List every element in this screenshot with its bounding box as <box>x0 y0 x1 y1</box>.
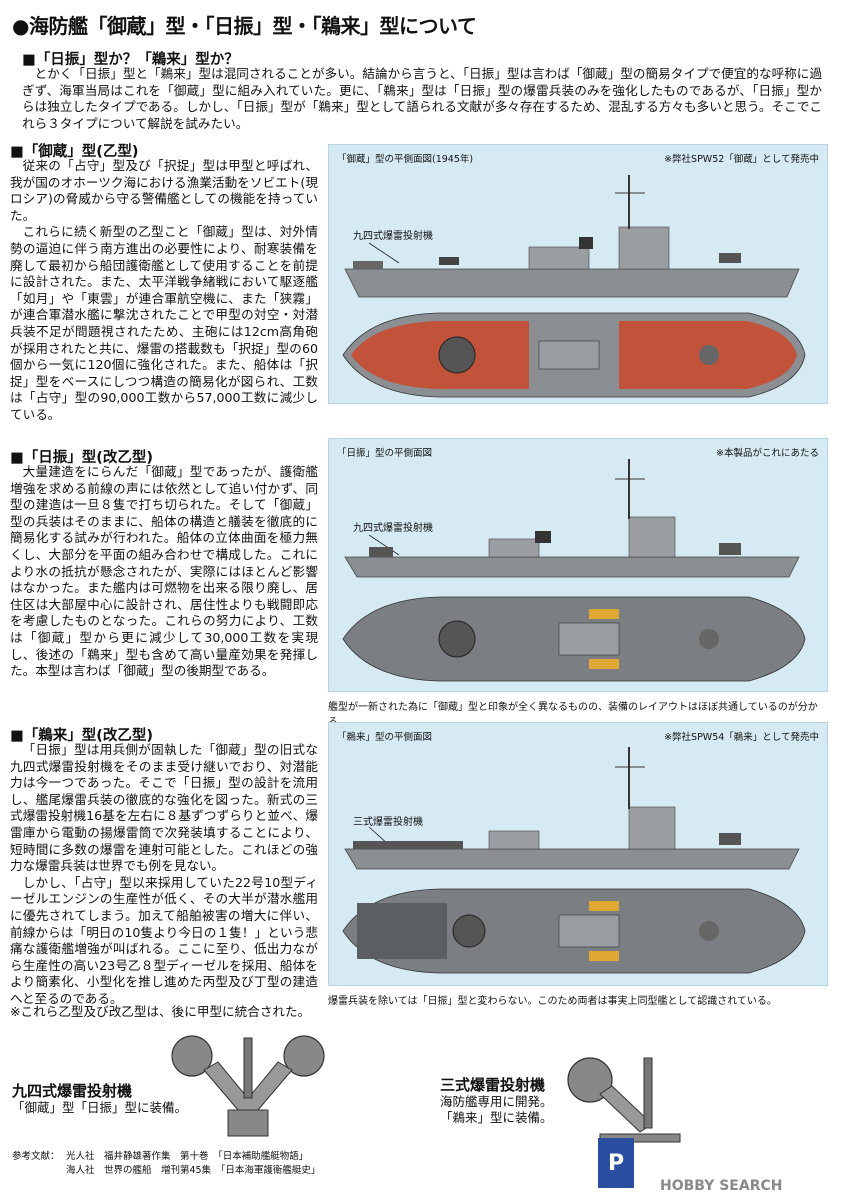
section-mikura-p2: これらに続く新型の乙型こと「御蔵」型は、対外情勢の逼迫に伴う南方進出の必要性によ… <box>10 224 318 422</box>
type94-thrower-icon <box>171 1035 325 1137</box>
panel-mikura-drawing <box>342 175 806 398</box>
merge-note: ※これら乙型及び改乙型は、後に甲型に統合された。 <box>10 1004 311 1019</box>
panel-hiburi-callout: 九四式爆雷投射機 <box>353 523 433 534</box>
section-ukuru-p2: しかし、「占守」型以来採用していた22号10型ディーゼルエンジンの生産性が低く、… <box>10 874 318 1006</box>
type3-text-line1: 海防艦専用に開発。 <box>440 1094 553 1109</box>
type3-text-line2: 「鵜来」型に装備。 <box>440 1110 553 1125</box>
ship-side-profile-icon <box>344 459 800 578</box>
panel-hiburi-drawing <box>342 459 806 682</box>
ship-plan-view-icon <box>342 312 806 398</box>
type94-title: 九四式爆雷投射機 <box>12 1082 133 1100</box>
section-mikura-p1: 従来の「占守」型及び「択捉」型は甲型と呼ばれ、我が国のオホーツク海における漁業活… <box>10 158 318 223</box>
panel-hiburi-title: 「日振」型の平側面図 <box>337 448 433 459</box>
section-hiburi-heading: ■「日振」型(改乙型) <box>10 450 153 466</box>
pitroad-logo-icon: P <box>598 1138 634 1188</box>
type3-thrower-icon <box>567 1057 681 1143</box>
ship-side-profile-icon <box>344 175 800 298</box>
intro-heading: ■「日振」型か？「鵜来」型か？ <box>22 52 239 68</box>
watermark: HOBBY SEARCH <box>660 1178 783 1194</box>
panel-hiburi-note: ※本製品がこれにあたる <box>716 448 819 459</box>
panel-ukuru-note: ※弊社SPW54「鵜来」として発売中 <box>664 732 819 743</box>
panel-ukuru: 「鵜来」型の平側面図 ※弊社SPW54「鵜来」として発売中 三式爆雷投射機 <box>328 722 828 986</box>
section-hiburi-body: 大量建造をにらんだ「御蔵」型であったが、護衛艦増強を求める前線の声には依然として… <box>10 464 318 680</box>
ship-side-profile-icon <box>344 747 800 870</box>
panel-mikura-callout: 九四式爆雷投射機 <box>353 231 433 242</box>
panel-mikura-note: ※弊社SPW52「御蔵」として発売中 <box>664 154 819 165</box>
intro-text: とかく「日振」型と「鵜来」型は混同されることが多い。結論から言うと、「日振」型は… <box>22 66 822 131</box>
panel-ukuru-drawing <box>342 747 806 974</box>
panel-mikura: 「御蔵」型の平側面図(1945年) ※弊社SPW52「御蔵」として発売中 九四式… <box>328 144 828 404</box>
panel-mikura-title: 「御蔵」型の平側面図(1945年) <box>337 154 474 165</box>
section-mikura-heading: ■「御蔵」型(乙型) <box>10 144 139 160</box>
section-ukuru-body: 「日振」型は用兵側が固執した「御蔵」型の旧式な九四式爆雷投射機をそのまま受け継い… <box>10 742 318 1008</box>
section-hiburi-p1: 大量建造をにらんだ「御蔵」型であったが、護衛艦増強を求める前線の声には依然として… <box>10 464 318 679</box>
page-title: ●海防艦「御蔵」型・「日振」型・「鵜来」型について <box>12 14 477 38</box>
section-ukuru-heading: ■「鵜来」型(改乙型) <box>10 728 153 744</box>
section-mikura-body: 従来の「占守」型及び「択捉」型は甲型と呼ばれ、我が国のオホーツク海における漁業活… <box>10 158 318 424</box>
section-ukuru-p1: 「日振」型は用兵側が固執した「御蔵」型の旧式な九四式爆雷投射機をそのまま受け継い… <box>10 742 318 874</box>
type3-title: 三式爆雷投射機 <box>440 1076 546 1094</box>
panel-ukuru-callout: 三式爆雷投射機 <box>353 817 423 828</box>
panel-ukuru-title: 「鵜来」型の平側面図 <box>337 732 433 743</box>
ship-plan-view-icon <box>342 596 806 682</box>
svg-text:P: P <box>608 1151 624 1176</box>
reference-1: 光人社 福井静雄著作集 第十巻 「日本補助艦艇物語」 <box>66 1151 309 1162</box>
reference-2: 海人社 世界の艦船 増刊第45集 「日本海軍護衛艦艇史」 <box>66 1165 321 1176</box>
panel-hiburi: 「日振」型の平側面図 ※本製品がこれにあたる 九四式爆雷投射機 <box>328 438 828 692</box>
type94-text: 「御蔵」型「日振」型に装備。 <box>12 1100 188 1115</box>
ship-plan-view-icon <box>342 888 806 974</box>
references-label: 参考文献： <box>12 1151 60 1162</box>
panel-ukuru-caption: 爆雷兵装を除いては「日振」型と変わらない。このため両者は事実上同型艦として認識さ… <box>328 996 777 1007</box>
